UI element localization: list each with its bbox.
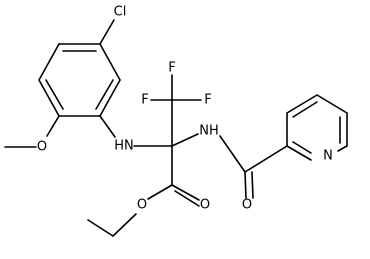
bond xyxy=(219,135,246,173)
bond xyxy=(174,190,200,207)
bond xyxy=(46,115,60,137)
amide-oxygen-label: O xyxy=(242,198,252,213)
bonds xyxy=(4,19,348,237)
bond xyxy=(244,145,288,173)
fluorine-label: F xyxy=(204,93,211,108)
bond xyxy=(95,79,114,110)
pyridine-nitrogen-label: N xyxy=(323,149,333,164)
bond xyxy=(112,213,137,237)
carbonyl-oxygen-label: O xyxy=(200,198,210,213)
amide-nh-label: NH xyxy=(199,124,219,139)
bond xyxy=(38,79,60,117)
bond xyxy=(147,184,173,200)
bond xyxy=(251,171,254,199)
bond xyxy=(87,219,114,237)
bond xyxy=(316,94,348,114)
fluorine-label: F xyxy=(168,61,175,76)
bond xyxy=(292,141,312,154)
atom-labels: Cl O HN NH F F F O O O N xyxy=(37,5,333,213)
bond xyxy=(171,184,200,201)
bond xyxy=(171,133,199,147)
bond xyxy=(99,43,121,81)
chlorine-label: Cl xyxy=(114,5,127,20)
bond xyxy=(286,94,318,114)
bond xyxy=(292,101,318,118)
bond xyxy=(99,79,121,117)
bond xyxy=(99,115,116,138)
methoxy-oxygen-label: O xyxy=(37,140,47,155)
bond xyxy=(38,43,60,81)
bond xyxy=(99,19,115,45)
bond xyxy=(286,145,312,161)
fluorine-label: F xyxy=(141,93,148,108)
bond xyxy=(244,171,247,199)
bond xyxy=(337,145,348,152)
ester-oxygen-label: O xyxy=(137,198,147,213)
aryl-nh-label: HN xyxy=(114,139,134,154)
bond xyxy=(45,79,64,110)
